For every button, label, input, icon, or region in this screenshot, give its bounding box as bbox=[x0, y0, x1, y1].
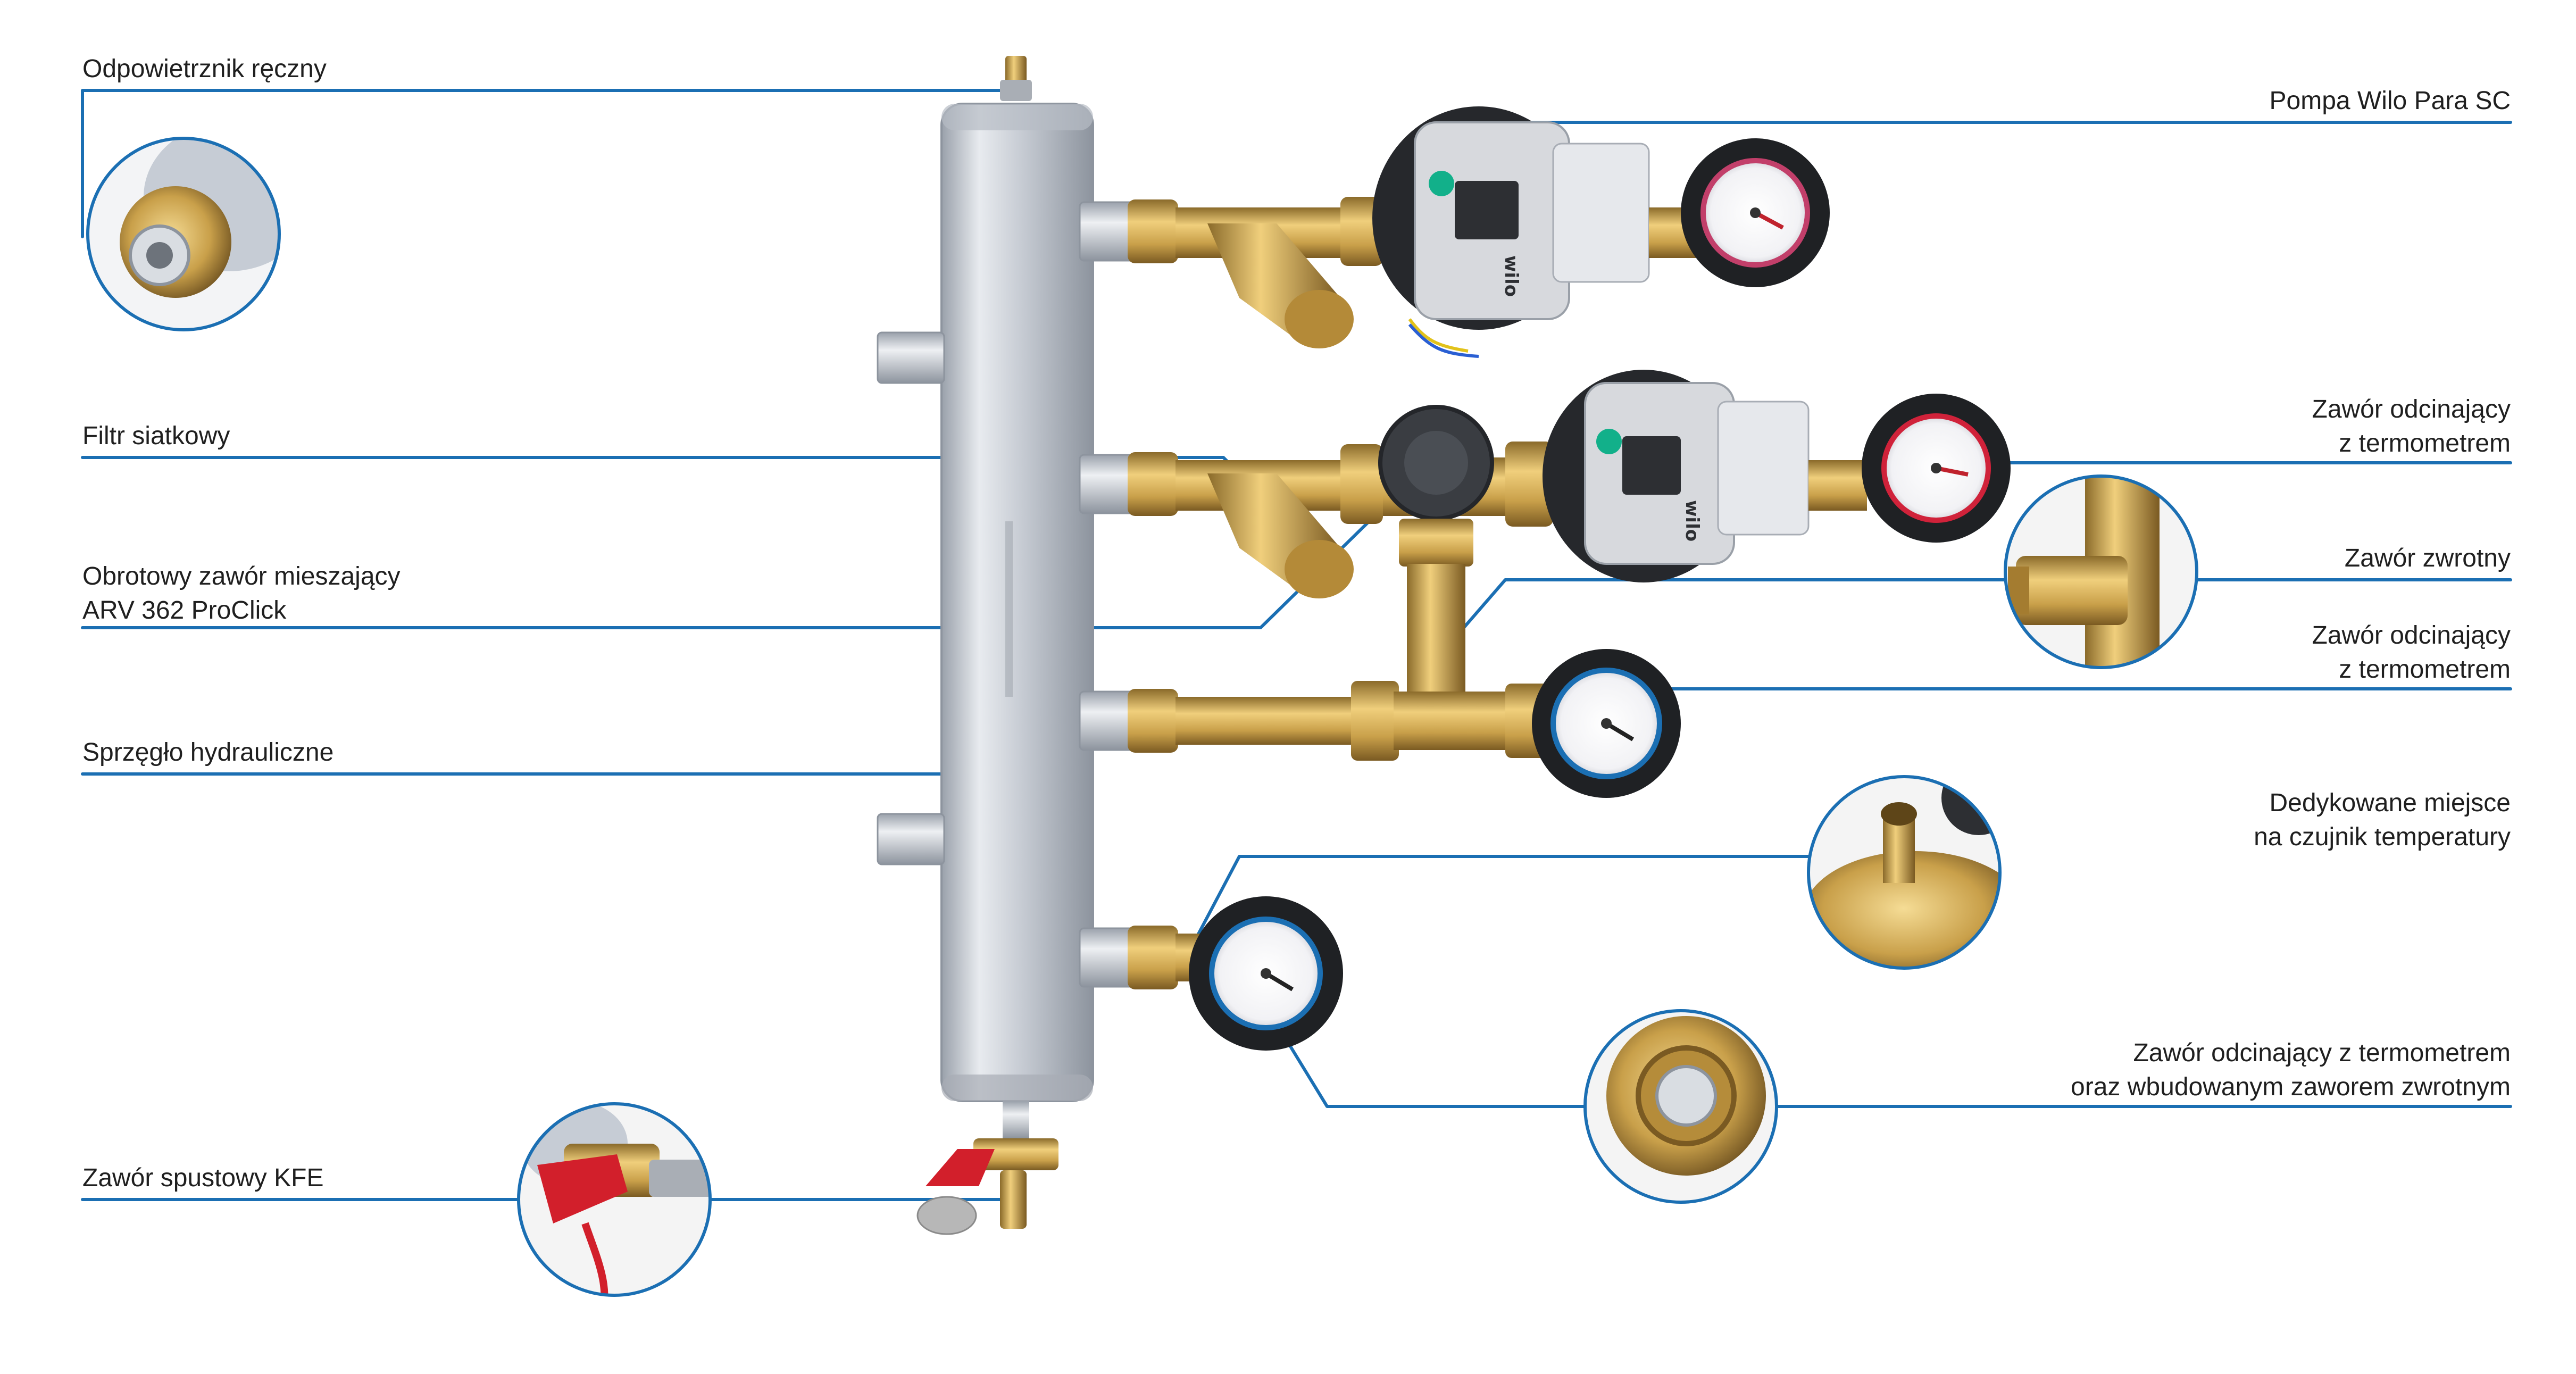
hydraulic-separator-icon bbox=[877, 56, 1139, 1235]
drain-valve-icon bbox=[517, 1102, 712, 1297]
leader-zawor-odcinajacy-2b bbox=[1435, 578, 2007, 661]
air-vent-icon bbox=[86, 137, 281, 331]
drain-valve-icon bbox=[916, 1138, 1058, 1235]
zoom-air-vent bbox=[86, 137, 281, 331]
zoom-valve-check bbox=[1583, 1009, 1778, 1204]
check-valve-icon bbox=[2004, 474, 2198, 669]
label-odpowietrznik-line-1: Odpowietrznik ręczny bbox=[82, 55, 327, 83]
label-zawor-odcinajacy-2: Zawór odcinający z termometrem bbox=[2312, 619, 2511, 687]
zoom-check-valve bbox=[2004, 474, 2198, 669]
thermometer-valve-icon bbox=[1189, 896, 1343, 1051]
label-zawor-zwrotny: Zawór zwrotny bbox=[2345, 542, 2511, 576]
leader-czujnik bbox=[1187, 855, 1810, 954]
row-3-assembly bbox=[1128, 649, 1681, 798]
leader-odpowietrznik bbox=[81, 89, 1023, 238]
label-zawor-odcinajacy-1: Zawór odcinający z termometrem bbox=[2312, 393, 2511, 461]
row-4-assembly bbox=[1128, 896, 1343, 1051]
row-2-assembly: wilo bbox=[1128, 370, 2011, 702]
pump-icon: wilo bbox=[1543, 370, 1810, 582]
label-zawor-mieszajacy: Obrotowy zawór mieszający ARV 362 ProCli… bbox=[82, 560, 401, 628]
zoom-sensor-port bbox=[1807, 775, 2002, 970]
label-pompa: Pompa Wilo Para SC bbox=[2270, 84, 2511, 118]
thermometer-valve-icon bbox=[1583, 1009, 1778, 1204]
strainer-icon bbox=[1207, 223, 1354, 348]
label-zawor-mieszajacy-line-1: Obrotowy zawór mieszający bbox=[82, 562, 401, 590]
mixing-valve-icon bbox=[1378, 405, 1511, 521]
label-sprzeglo: Sprzęgło hydrauliczne bbox=[82, 736, 334, 770]
label-zawor-odcinajacy-3-line-1: Zawór odcinający z termometrem bbox=[2133, 1039, 2511, 1067]
label-czujnik-line-2: na czujnik temperatury bbox=[2254, 823, 2511, 851]
thermometer-valve-icon bbox=[1681, 138, 1830, 287]
label-zawor-odcinajacy-3-line-2: oraz wbudowanym zaworem zwrotnym bbox=[2071, 1073, 2511, 1101]
label-filtr: Filtr siatkowy bbox=[82, 419, 230, 453]
label-odpowietrznik: Odpowietrznik ręczny bbox=[82, 52, 327, 86]
label-czujnik-line-1: Dedykowane miejsce bbox=[2269, 789, 2511, 817]
pump-brand-1: wilo bbox=[1500, 255, 1522, 297]
label-zawor-odcinajacy-3: Zawór odcinający z termometrem oraz wbud… bbox=[2071, 1036, 2511, 1104]
label-zawor-spustowy: Zawór spustowy KFE bbox=[82, 1161, 323, 1195]
zoom-drain-valve bbox=[517, 1102, 712, 1297]
strainer-icon bbox=[1207, 473, 1354, 598]
row-1-assembly: wilo bbox=[1128, 106, 1830, 358]
label-zawor-odcinajacy-2-line-2: z termometrem bbox=[2339, 655, 2511, 684]
label-zawor-odcinajacy-2-line-1: Zawór odcinający bbox=[2312, 621, 2511, 649]
label-zawor-spustowy-line-1: Zawór spustowy KFE bbox=[82, 1164, 324, 1192]
label-zawor-zwrotny-line-1: Zawór zwrotny bbox=[2344, 544, 2511, 572]
pump-brand-2: wilo bbox=[1681, 500, 1703, 542]
label-zawor-odcinajacy-1-line-2: z termometrem bbox=[2339, 429, 2511, 457]
label-filtr-line-1: Filtr siatkowy bbox=[82, 422, 230, 450]
label-czujnik: Dedykowane miejsce na czujnik temperatur… bbox=[2254, 786, 2511, 854]
label-pompa-line-1: Pompa Wilo Para SC bbox=[2269, 87, 2511, 115]
pump-icon: wilo bbox=[1372, 106, 1650, 358]
thermometer-valve-icon bbox=[1532, 649, 1681, 798]
sensor-port-icon bbox=[1807, 775, 2002, 970]
label-sprzeglo-line-1: Sprzęgło hydrauliczne bbox=[82, 738, 334, 767]
label-zawor-odcinajacy-1-line-1: Zawór odcinający bbox=[2312, 395, 2511, 423]
leader-sprzeglo bbox=[81, 772, 1004, 805]
leader-zawor-mieszajacy bbox=[81, 496, 1395, 629]
label-zawor-mieszajacy-line-2: ARV 362 ProClick bbox=[82, 596, 287, 624]
thermometer-valve-icon bbox=[1862, 394, 2011, 543]
